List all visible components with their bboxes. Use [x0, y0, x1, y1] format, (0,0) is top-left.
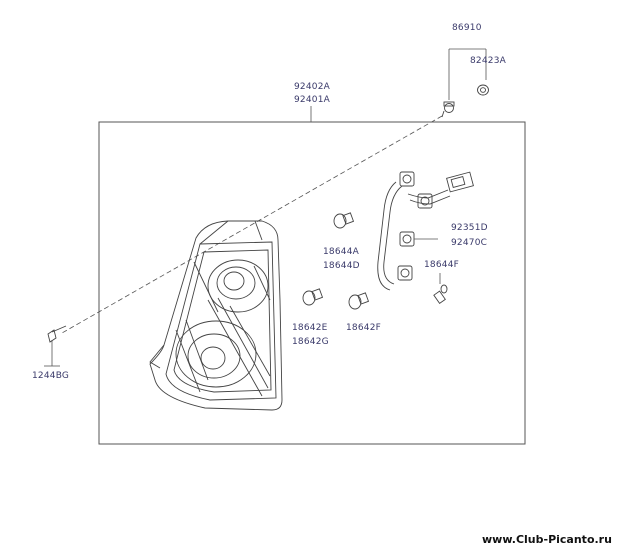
watermark-text: www.Club-Picanto.ru: [482, 533, 612, 546]
screw-1244BG-part: [44, 325, 67, 367]
bulb-18642E-part: [302, 288, 324, 306]
rear-lamp-housing: [149, 220, 283, 411]
label-18642E: 18642E: [292, 323, 328, 333]
fastener-group-86910: [441, 48, 489, 118]
harness-connector: [446, 171, 474, 193]
socket-middle: [417, 193, 433, 209]
label-82423A: 82423A: [470, 56, 507, 66]
label-18642G: 18642G: [292, 337, 329, 347]
label-18642F: 18642F: [346, 323, 381, 333]
screw-86910-part: [441, 101, 455, 118]
label-92402A: 92402A: [294, 82, 331, 92]
wiring-harness-part: [377, 171, 474, 291]
bulb-18642F-part: [348, 292, 370, 310]
label-92351D: 92351D: [451, 223, 488, 233]
assembly-frame: [98, 121, 526, 445]
socket-92351D: [399, 231, 438, 247]
label-18644D: 18644D: [323, 261, 360, 271]
socket-upper: [399, 171, 415, 187]
label-18644F: 18644F: [424, 260, 459, 270]
mounting-axis-line: [61, 115, 443, 334]
socket-lower: [397, 265, 413, 281]
bulb-18644F-part: [433, 273, 448, 305]
bulb-18644A-part: [333, 212, 355, 229]
label-92401A: 92401A: [294, 95, 331, 105]
label-1244BG: 1244BG: [32, 371, 69, 381]
label-18644A: 18644A: [323, 247, 360, 257]
nut-82423A-part: [477, 84, 489, 96]
label-86910: 86910: [452, 23, 482, 33]
label-92470C: 92470C: [451, 238, 487, 248]
